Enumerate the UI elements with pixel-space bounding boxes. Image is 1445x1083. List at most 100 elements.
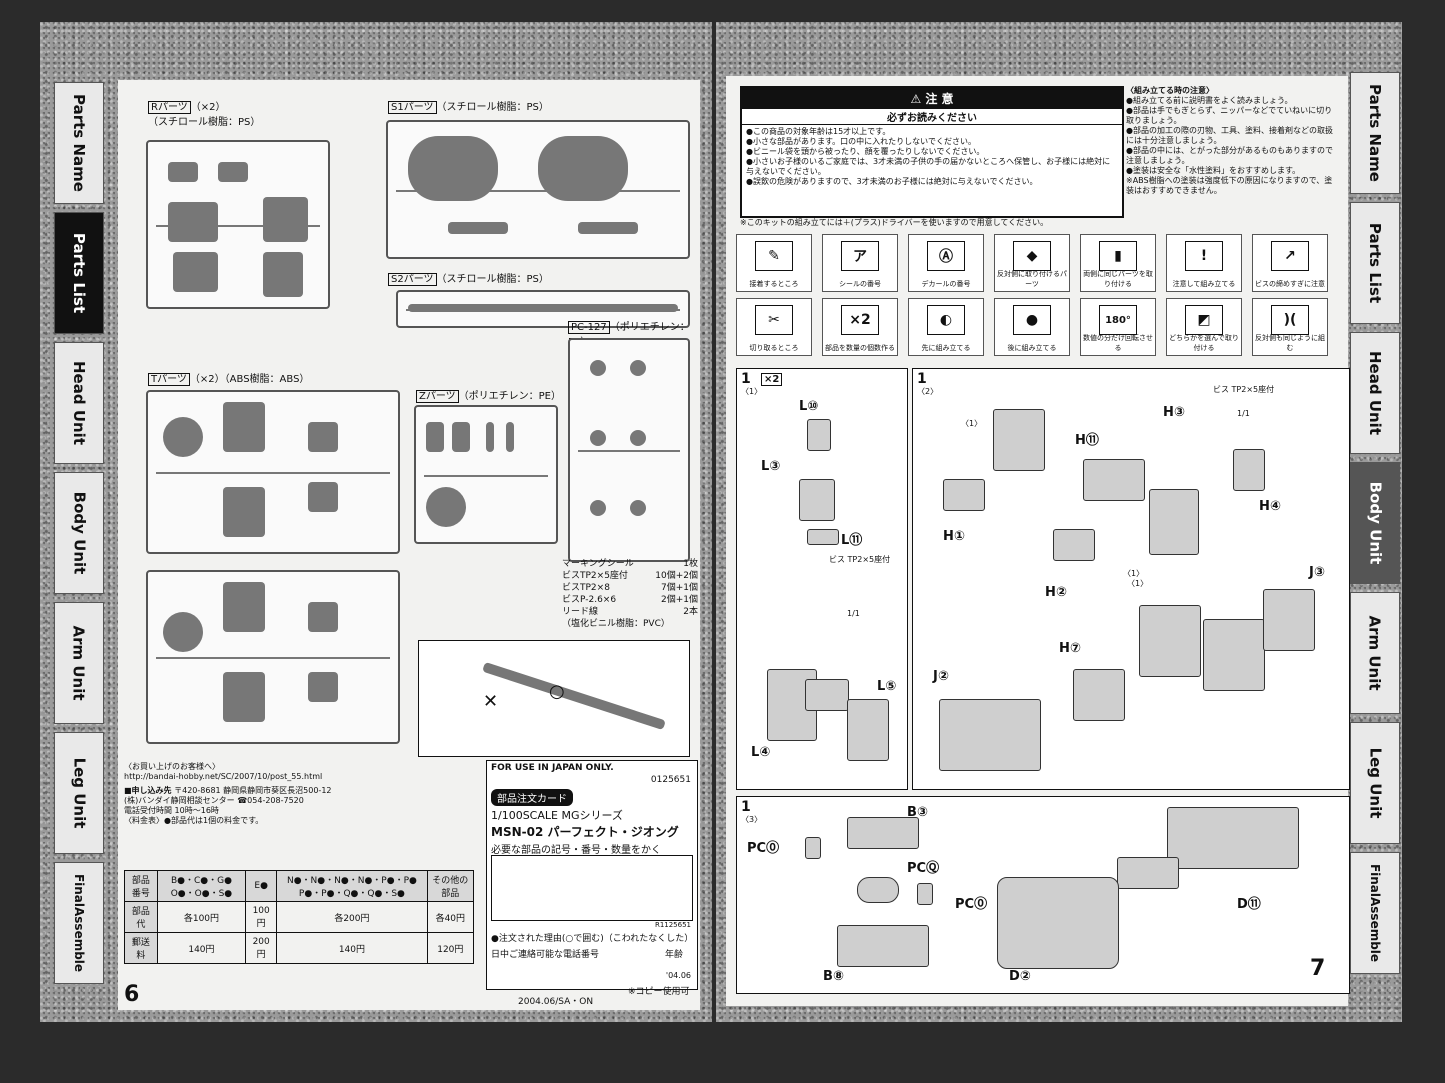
part-drawing xyxy=(939,699,1041,771)
print-code: 2004.06/SA・ON xyxy=(518,997,594,1007)
sprue-s1-material: （スチロール樹脂：PS） xyxy=(436,102,549,113)
part xyxy=(452,422,470,452)
caution-line: ●塗装は安全な「水性塗料」をおすすめします。 xyxy=(1126,166,1301,175)
sprue-s2-material: （スチロール樹脂：PS） xyxy=(436,274,549,285)
hours-label: 電話受付時間 xyxy=(124,806,172,815)
part xyxy=(223,402,265,452)
part xyxy=(408,304,678,312)
part xyxy=(630,430,646,446)
step-number: 1 xyxy=(917,371,927,387)
left-page: Parts Name Parts List Head Unit Body Uni… xyxy=(40,22,712,1022)
sprue-s1 xyxy=(386,120,690,259)
part-label-l10: L⑩ xyxy=(799,399,819,414)
part-label-h11: H⑪ xyxy=(1075,433,1099,448)
tab-label: Parts Name xyxy=(1366,84,1385,182)
part-drawing xyxy=(1167,807,1299,869)
part-drawing xyxy=(1073,669,1125,721)
order-notice: 〈お買い上げのお客様へ〉 http://bandai-hobby.net/SC/… xyxy=(124,762,474,862)
tab-head-unit: Head Unit xyxy=(1350,332,1400,454)
part xyxy=(223,487,265,537)
part xyxy=(630,500,646,516)
table-row: 部品代 各100円 100円 各200円 各40円 xyxy=(124,901,475,933)
card-product: MSN-02 パーフェクト・ジオング xyxy=(491,825,679,839)
page-number: 7 xyxy=(1310,956,1326,981)
tab-label: Arm Unit xyxy=(70,625,88,701)
part xyxy=(630,360,646,376)
sprue-s1-label: S1パーツ（スチロール樹脂：PS） xyxy=(388,98,549,114)
part xyxy=(408,136,498,201)
opposite-side-icon: ◆ xyxy=(1013,241,1051,271)
tab-parts-name: Parts Name xyxy=(54,82,104,204)
screw-ratio: 1/1 xyxy=(847,609,860,618)
accessory-item: ビスTP2×8 7個+1個 xyxy=(562,582,698,594)
sprue-t-name: Tパーツ xyxy=(148,373,190,386)
table-row: 部品番号 B●・C●・G● O●・O●・S● E● N●・N●・N●・N●・P●… xyxy=(124,870,475,902)
warning-line: ●誤飲の危険がありますので、3才未満のお子様には絶対に与えないでください。 xyxy=(746,177,1038,186)
part-label-pc-j: PC⓪ xyxy=(747,841,780,856)
tab-label: FinalAssemble xyxy=(1368,863,1382,963)
part-drawing xyxy=(837,925,929,967)
tab-parts-list: Parts List xyxy=(54,212,104,334)
symbol-caption: シールの番号 xyxy=(839,280,881,288)
table-row: 郵送料 140円 200円 140円 120円 xyxy=(124,932,475,964)
accessory-qty: 2本 xyxy=(683,607,698,617)
part-label-l3: L③ xyxy=(761,459,781,474)
accessory-list: マーキングシール 1枚 ビスTP2×5座付 10個+2個 ビスTP2×8 7個+… xyxy=(562,558,698,630)
part-drawing xyxy=(799,479,835,521)
sprue-t-1 xyxy=(146,390,400,554)
tab-leg-unit: Leg Unit xyxy=(54,732,104,854)
part xyxy=(263,252,303,297)
tab-label: Leg Unit xyxy=(70,757,88,829)
part xyxy=(308,422,338,452)
symbol-caption: 反対側も同じように組む xyxy=(1255,334,1325,352)
table-cell: 100円 xyxy=(245,901,278,933)
part-drawing xyxy=(1083,459,1145,501)
symbol-caption: 注意して組み立てる xyxy=(1172,280,1236,288)
part-label-d2: D② xyxy=(1009,969,1031,984)
sprue-r-label: Rパーツ（×2） （スチロール樹脂：PS） xyxy=(148,98,260,128)
quantity-badge: ×2 xyxy=(761,373,783,386)
tab-label: Parts List xyxy=(1366,222,1385,304)
part-label-b8: B⑧ xyxy=(823,969,844,984)
caution-line: ●部品の中には、とがった部分があるものもありますので注意しましょう。 xyxy=(1126,146,1333,165)
part-drawing xyxy=(917,883,933,905)
tab-parts-name: Parts Name xyxy=(1350,72,1400,194)
symbol-caption: ビスの締めすぎに注意 xyxy=(1255,280,1325,288)
part xyxy=(223,672,265,722)
driver-note: ※このキットの組み立てには＋(プラス)ドライバーを使いますので用意してください。 xyxy=(740,218,1049,227)
part-drawing xyxy=(993,409,1045,471)
step-reference: 〈1〉 xyxy=(1123,569,1145,578)
decal-icon: Ⓐ xyxy=(927,241,965,271)
part-drawing xyxy=(1117,857,1179,889)
step-number: 1 xyxy=(741,799,751,815)
card-number: 0125651 xyxy=(650,775,691,785)
part-label-h2: H② xyxy=(1045,585,1067,600)
symbol-sticker: アシールの番号 xyxy=(822,234,898,292)
both-sides-icon: ▮ xyxy=(1099,241,1137,271)
warning-line: ●小さな部品があります。口の中に入れたりしないでください。 xyxy=(746,137,976,146)
left-tab-strip: Parts Name Parts List Head Unit Body Uni… xyxy=(54,82,104,992)
assembly-panel: ⚠ 注 意 必ずお読みください ●この商品の対象年齢は15才以上です。 ●小さな… xyxy=(726,76,1350,1006)
card-title: 部品注文カード xyxy=(491,789,573,806)
table-cell: 郵送料 xyxy=(124,932,158,964)
sticker-icon: ア xyxy=(841,241,879,271)
step-1-2: 1 〈2〉 〈1〉 H③ H⑪ ビス TP2×5座付 1/1 H④ H① H② … xyxy=(912,368,1350,790)
step-substep: 〈2〉 xyxy=(917,387,939,396)
part xyxy=(163,417,203,457)
order-entry-field[interactable] xyxy=(491,855,693,921)
symbol-cut: ✂切り取るところ xyxy=(736,298,812,356)
fee-label: 〈料金表〉 xyxy=(124,816,164,825)
caution-title: 〈組み立てる時の注意〉 xyxy=(1126,86,1214,95)
part xyxy=(163,612,203,652)
symbol-caption: デカールの番号 xyxy=(921,280,971,288)
part xyxy=(263,197,308,242)
caution-icon: ! xyxy=(1185,241,1223,271)
part xyxy=(173,252,218,292)
page-number: 6 xyxy=(124,982,140,1007)
symbol-after: ●後に組み立てる xyxy=(994,298,1070,356)
tab-label: Parts Name xyxy=(70,94,89,192)
sprue-z xyxy=(414,405,558,544)
accessory-qty: 2個+1個 xyxy=(661,595,698,605)
symbol-first: ◐先に組み立てる xyxy=(908,298,984,356)
hours-value: 10時〜16時 xyxy=(174,806,219,815)
